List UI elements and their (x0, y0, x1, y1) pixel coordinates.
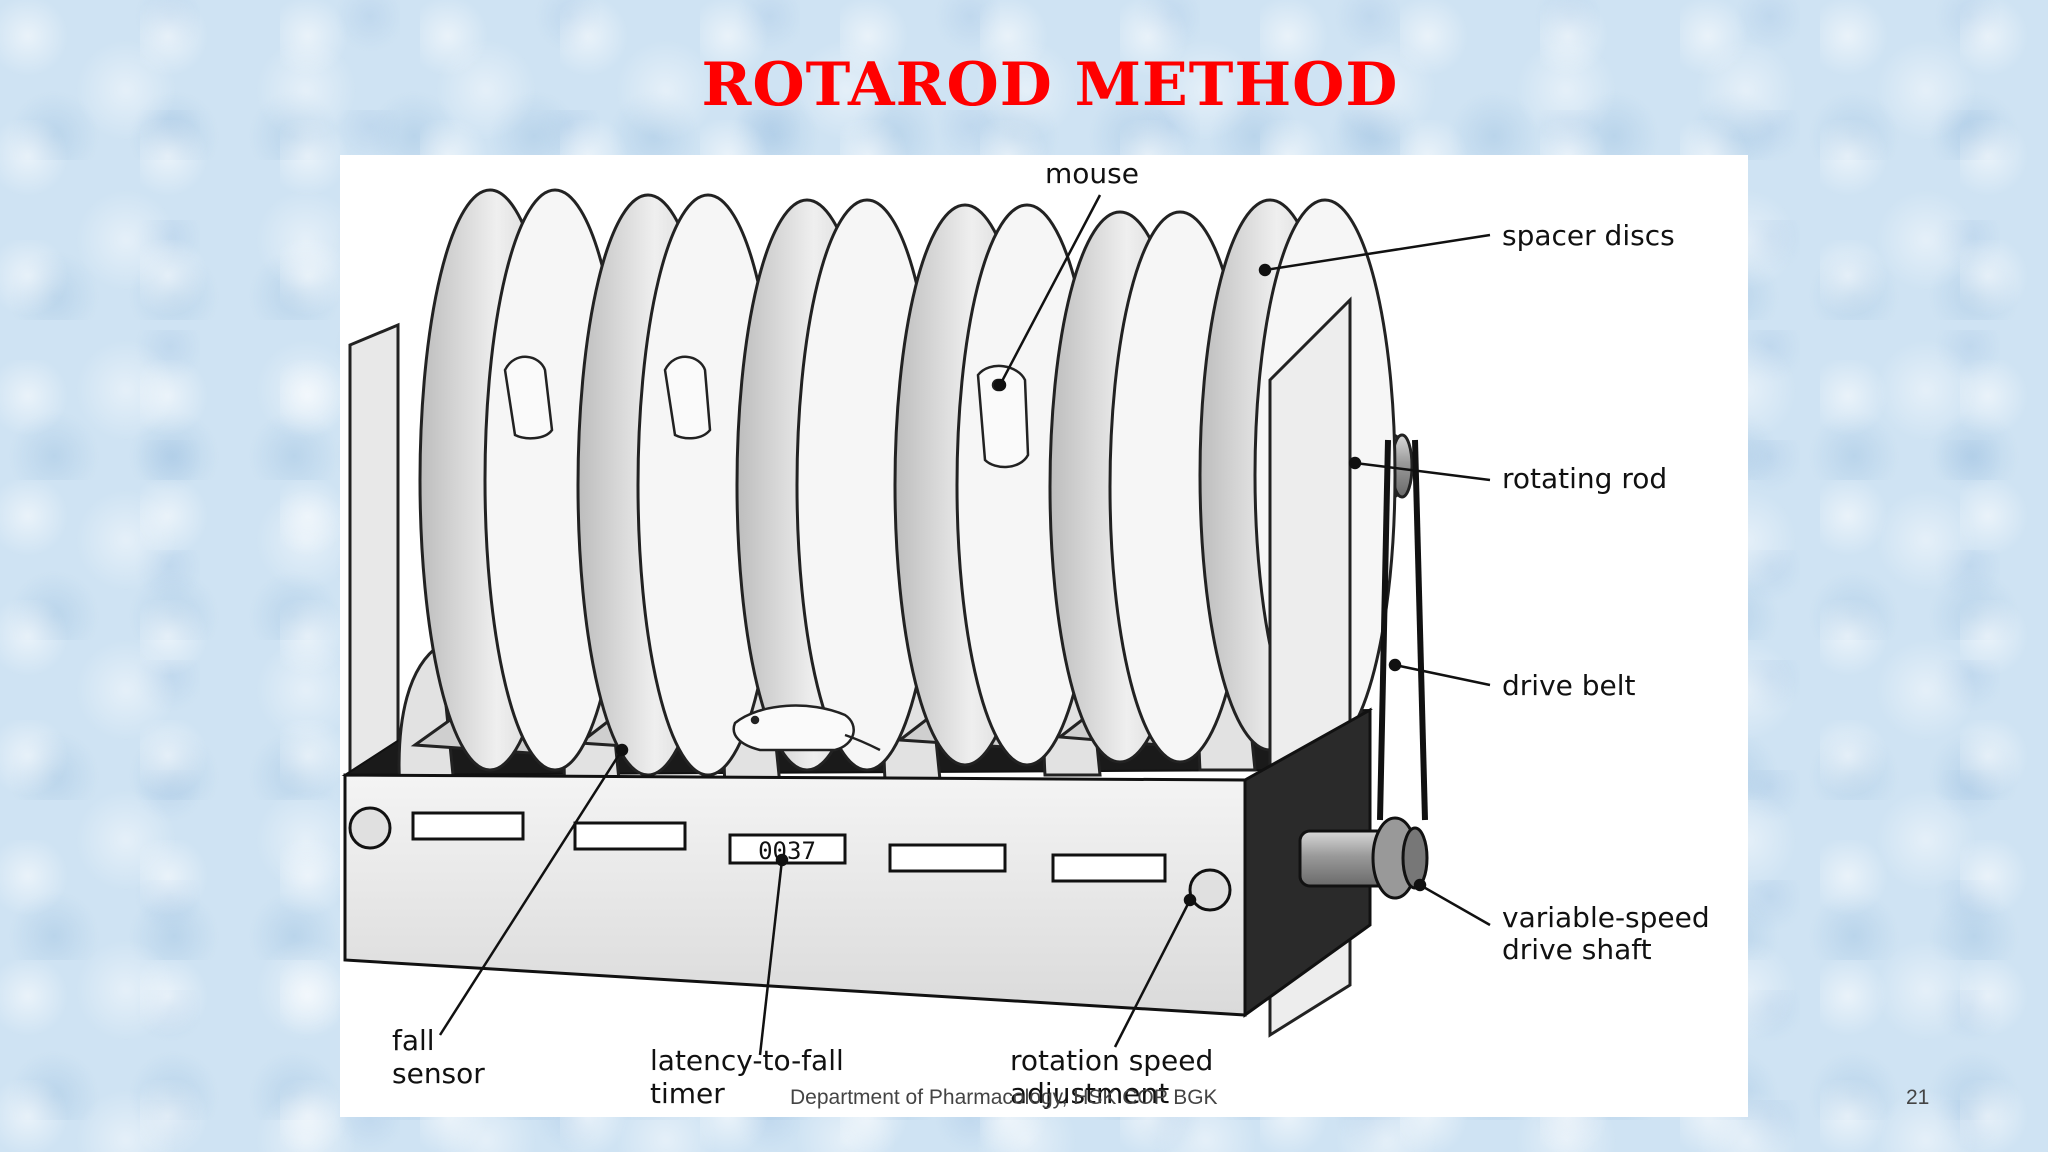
page-number: 21 (1906, 1086, 1929, 1110)
label-drive-shaft-line1: variable-speed (1502, 901, 1710, 934)
left-side-panel (350, 325, 398, 815)
slide-title: Rotarod method (0, 50, 2048, 120)
label-mouse: mouse (1045, 157, 1139, 190)
label-timer-line2: timer (650, 1077, 725, 1110)
label-spacer-discs: spacer discs (1502, 219, 1675, 252)
label-drive-shaft-line2: drive shaft (1502, 933, 1652, 966)
slide-footer: Department of Pharmacology, HSK COP BGK (790, 1086, 1218, 1110)
label-fall-sensor-line2: sensor (392, 1057, 485, 1090)
label-rotating-rod: rotating rod (1502, 462, 1667, 495)
base-front (345, 775, 1245, 1015)
label-timer-line1: latency-to-fall (650, 1044, 844, 1077)
label-speed-line1: rotation speed (1010, 1044, 1213, 1077)
spacer-discs (420, 190, 1395, 775)
label-drive-belt: drive belt (1502, 669, 1636, 702)
label-fall-sensor-line1: fall (392, 1024, 435, 1057)
rotarod-diagram: 0037 (340, 155, 1748, 1117)
